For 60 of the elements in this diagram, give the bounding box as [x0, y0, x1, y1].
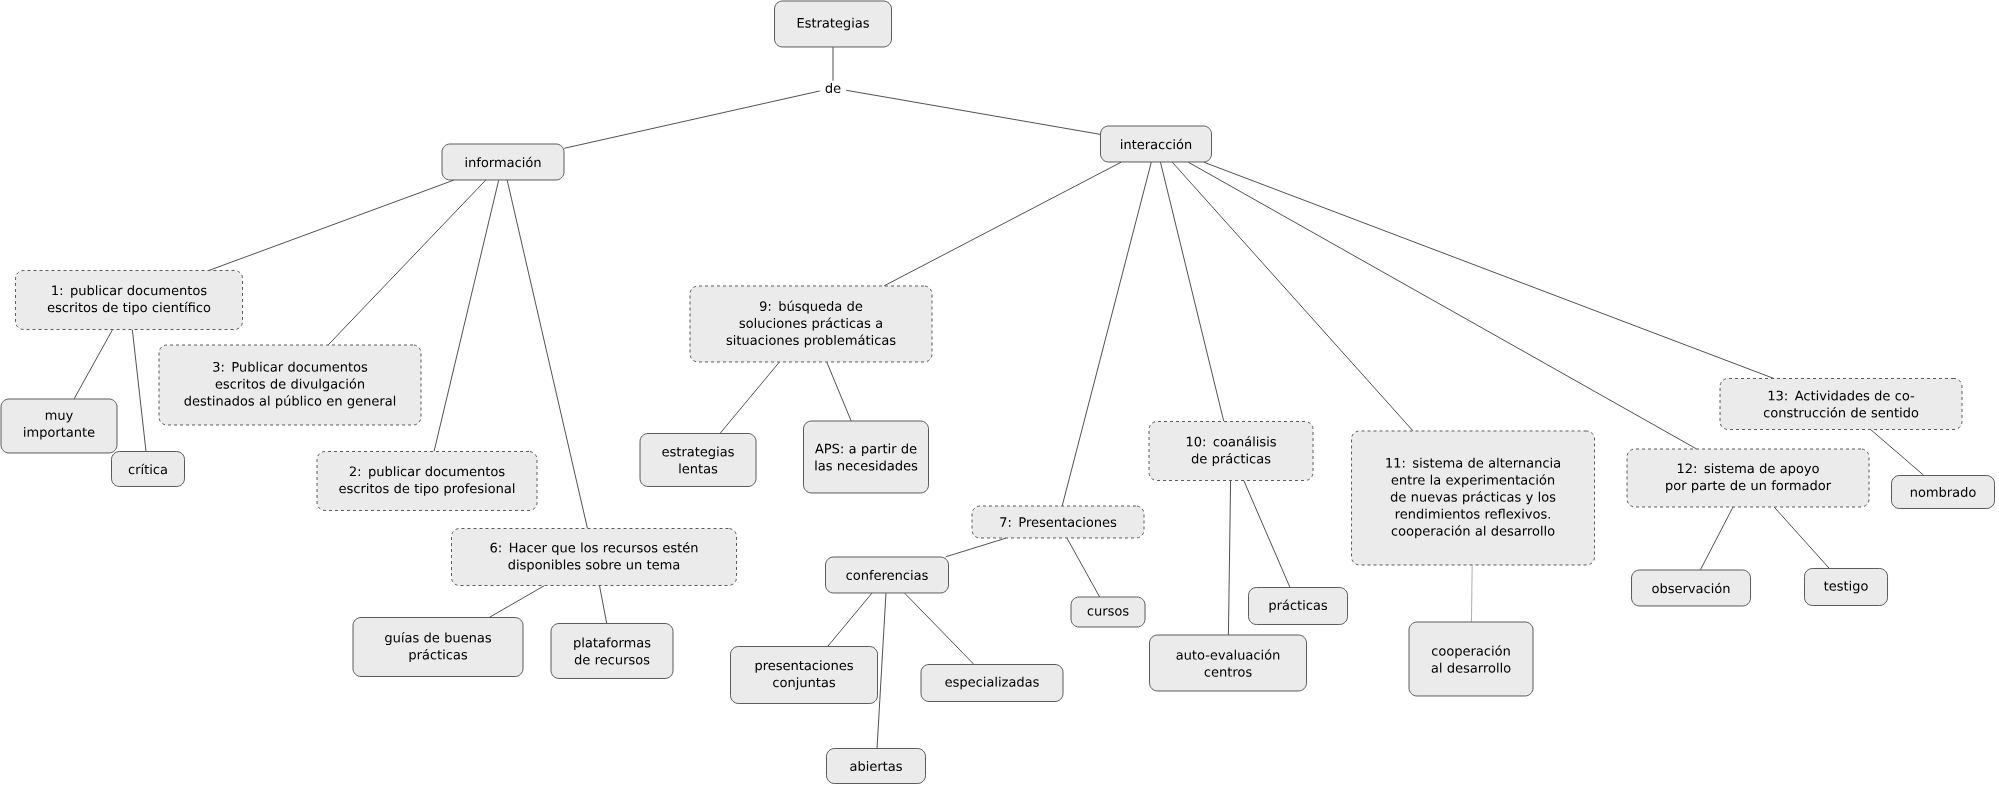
concept-box: conferencias — [825, 556, 949, 594]
connector-line — [1471, 564, 1473, 623]
concept-box: 1: publicar documentos escritos de tipo científico — [15, 270, 243, 330]
concept-box: auto-evaluación centros — [1149, 634, 1307, 692]
connector-line — [563, 90, 821, 149]
connector-line — [1203, 161, 1774, 379]
connector-line — [208, 179, 455, 271]
concept-box: interacción — [1100, 125, 1212, 163]
connector-line — [1160, 161, 1225, 422]
concept-box: 2: publicar documentos escritos de tipo profesional — [316, 451, 538, 511]
concept-box: presentaciones conjuntas — [730, 646, 878, 704]
connector-line — [1228, 480, 1231, 636]
concept-box: plataformas de recursos — [550, 623, 674, 679]
connector-line — [826, 361, 852, 422]
concept-box: testigo — [1804, 568, 1888, 606]
concept-box: Estrategias — [774, 0, 892, 48]
connector-line — [945, 537, 1007, 558]
connector-line — [832, 46, 834, 82]
concept-box: estrategias lentas — [639, 433, 757, 487]
concept-box: nombrado — [1891, 475, 1995, 509]
connector-line — [827, 592, 873, 647]
linking-word: de — [823, 81, 843, 94]
concept-box: información — [441, 143, 565, 181]
concept-box: 12: sistema de apoyo por parte de un formador — [1626, 448, 1870, 508]
connector-line — [433, 179, 500, 452]
connector-line — [327, 179, 487, 346]
connector-line — [1773, 506, 1830, 569]
concept-box: especializadas — [920, 664, 1064, 702]
concept-box: cursos — [1070, 596, 1146, 628]
connector-line — [599, 585, 608, 624]
concept-box: 7: Presentaciones — [971, 505, 1145, 539]
concept-box: 9: búsqueda de soluciones prácticas a situaciones problemáticas — [689, 285, 933, 363]
concept-box: 3: Publicar documentos escritos de divulgación destinados al público en general — [158, 344, 422, 426]
connector-line — [719, 361, 780, 434]
concept-box: 10: coanálisis de prácticas — [1148, 421, 1314, 481]
connector-line — [489, 585, 545, 618]
concept-box: prácticas — [1248, 587, 1348, 625]
concept-box: muy importante — [0, 398, 118, 454]
connector-line — [1066, 537, 1100, 598]
connector-line — [876, 592, 887, 749]
connector-line — [904, 592, 975, 665]
connector-line — [506, 179, 588, 529]
concept-box: 13: Actividades de co-construcción de sentido — [1719, 378, 1963, 430]
concept-box: abiertas — [826, 748, 926, 784]
connector-line — [1187, 161, 1697, 450]
concept-box: cooperación al desarrollo — [1408, 621, 1534, 697]
connector-line — [131, 329, 147, 452]
concept-box: APS: a partir de las necesidades — [803, 420, 929, 494]
concept-box: 11: sistema de alternancia entre la experimentación de nuevas prácticas y los rendimientos reflexivos. cooperación al desarrollo — [1351, 430, 1595, 566]
concept-box: crítica — [111, 451, 185, 487]
connector-line — [1700, 506, 1734, 571]
connector-line — [845, 89, 1101, 135]
concept-box: observación — [1631, 569, 1751, 607]
connector-line — [1061, 161, 1152, 507]
concept-box: guías de buenas prácticas — [352, 617, 524, 677]
connector-line — [73, 329, 113, 400]
connector-line — [883, 161, 1122, 287]
connector-line — [1243, 480, 1291, 588]
connector-line — [1171, 161, 1414, 432]
concept-box: 6: Hacer que los recursos estén disponibles sobre un tema — [451, 528, 737, 586]
